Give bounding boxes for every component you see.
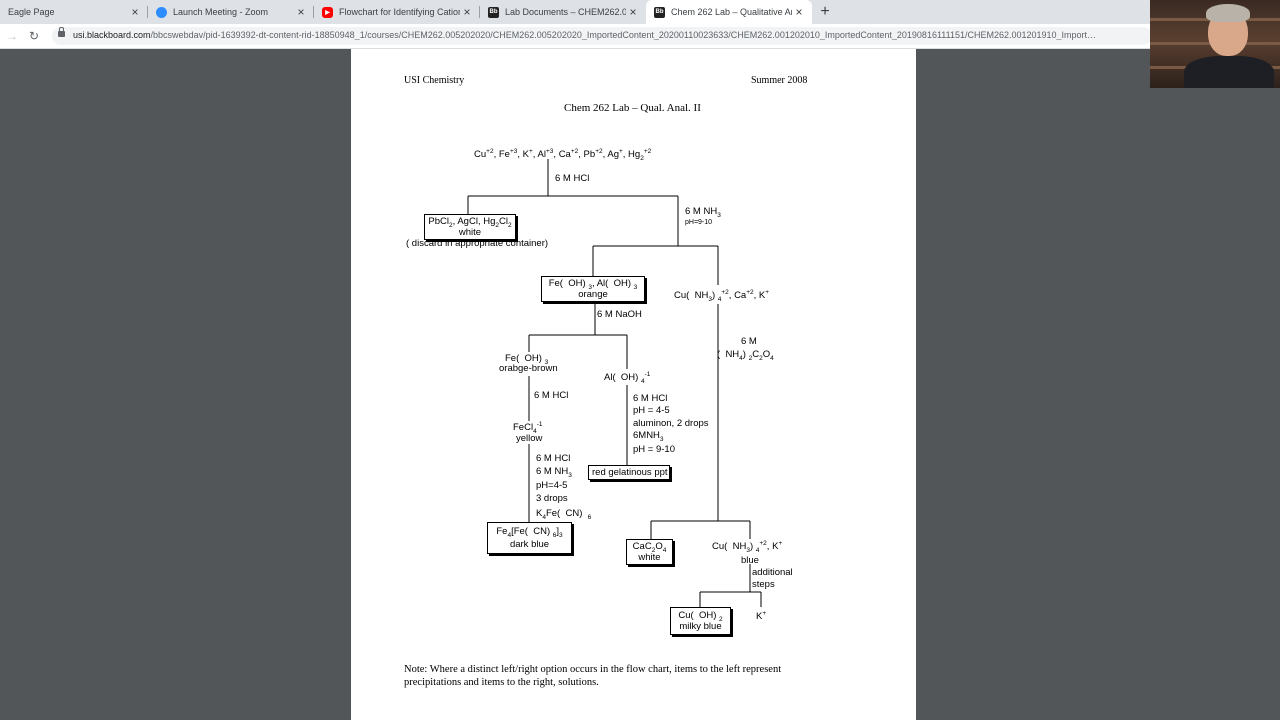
tab-title: Flowchart for Identifying Cation…	[339, 7, 460, 17]
presenter-hair	[1206, 4, 1250, 22]
document-header-left: USI Chemistry	[404, 75, 465, 86]
potassium-ion-label: K+	[756, 609, 767, 622]
calcium-oxalate-formula: CaC2O4	[632, 541, 667, 554]
new-tab-button[interactable]: +	[820, 3, 830, 20]
aluminate-label: Al( OH) 4-1	[604, 370, 651, 385]
document-title: Chem 262 Lab – Qual. Anal. II	[564, 102, 701, 114]
al-step-3: aluminon, 2 drops	[633, 418, 709, 429]
hydroxide-precipitate-box: Fe( OH) 3, Al( OH) 3 orange	[541, 276, 645, 302]
copper-potassium-solution: Cu( NH3) 4+2, K+	[712, 539, 783, 554]
reload-icon[interactable]: ↻	[28, 29, 40, 43]
tab-separator	[147, 6, 148, 18]
youtube-favicon-icon: ▶	[322, 6, 333, 18]
iron-hydroxide-color: orabge-brown	[499, 363, 558, 374]
fe-step-2-text: 6 M NH	[536, 466, 569, 477]
browser-tab-strip: Eagle Page × Launch Meeting - Zoom × ▶ F…	[0, 0, 1280, 24]
tab-close-icon[interactable]: ×	[795, 5, 803, 19]
chloride-precipitate-box: PbCl2, AgCl, Hg2Cl2 white	[424, 214, 516, 240]
nh3-text: 6 M NH	[685, 206, 718, 217]
ferrocyanide-reagent: K4Fe( CN) 6	[536, 508, 592, 521]
reagent-naoh-label: 6 M NaOH	[597, 309, 642, 320]
url-text: usi.blackboard.com/bbcswebdav/pid-163939…	[73, 30, 1148, 40]
forward-arrow-icon[interactable]: →	[6, 29, 18, 43]
al-step-1: 6 M HCl	[633, 393, 668, 404]
tab-close-icon[interactable]: ×	[629, 5, 637, 19]
zoom-favicon-icon	[156, 6, 167, 18]
tab-close-icon[interactable]: ×	[131, 5, 139, 19]
document-header-right: Summer 2008	[751, 75, 808, 86]
browser-toolbar: → ↻ usi.blackboard.com/bbcswebdav/pid-16…	[0, 24, 1280, 49]
fe-step-2: 6 M NH3	[536, 466, 572, 479]
aluminon-lake-box: red gelatinous ppt	[588, 465, 670, 480]
tab-youtube[interactable]: ▶ Flowchart for Identifying Cation… ×	[314, 0, 480, 24]
prussian-blue-box: Fe4[Fe( CN) 6]3 dark blue	[487, 522, 572, 554]
calcium-oxalate-color: white	[638, 552, 661, 563]
copper-hydroxide-box: Cu( OH) 2 milky blue	[670, 607, 731, 635]
tetrachloroferrate-label: FeCl4-1	[513, 420, 543, 435]
tab-lab-documents[interactable]: Bb Lab Documents – CHEM262.005… ×	[480, 0, 646, 24]
blackboard-favicon-icon: Bb	[488, 6, 499, 18]
chloride-formula: PbCl2, AgCl, Hg2Cl2	[428, 216, 512, 229]
blackboard-favicon-icon: Bb	[654, 6, 665, 18]
tab-title: Launch Meeting - Zoom	[173, 7, 269, 17]
tab-title: Eagle Page	[8, 7, 55, 17]
webcam-video-overlay	[1150, 0, 1280, 88]
hydroxide-color: orange	[578, 289, 608, 300]
note-line-2: precipitations and items to the right, s…	[404, 677, 599, 688]
copper-step-1: additional	[752, 567, 793, 578]
copper-hydroxide-formula: Cu( OH) 2	[678, 610, 723, 623]
al-step-2: pH = 4-5	[633, 405, 670, 416]
address-bar[interactable]: usi.blackboard.com/bbcswebdav/pid-163939…	[52, 27, 1152, 45]
note-line-1: Note: Where a distinct left/right option…	[404, 664, 782, 675]
tetrachloroferrate-color: yellow	[516, 433, 543, 444]
tab-separator	[479, 6, 480, 18]
copper-hydroxide-color: milky blue	[679, 621, 722, 632]
iron-hydroxide-label: Fe( OH) 3	[505, 353, 549, 366]
tab-title: Lab Documents – CHEM262.005…	[505, 7, 626, 17]
tab-separator	[313, 6, 314, 18]
prussian-blue-color: dark blue	[509, 539, 550, 550]
hydroxide-formula: Fe( OH) 3, Al( OH) 3	[548, 278, 638, 291]
calcium-oxalate-box: CaC2O4 white	[626, 539, 673, 565]
flowchart-connectors	[467, 159, 762, 607]
ph-range-label: pH=9-10	[685, 219, 713, 226]
initial-cations-label: Cu+2, Fe+3, K+, Al+3, Ca+2, Pb+2, Ag+, H…	[474, 147, 652, 162]
fe-step-4: 3 drops	[536, 493, 568, 504]
ammonium-oxalate-label: ( NH4) 2C2O4	[717, 349, 774, 362]
tab-title: Chem 262 Lab – Qualitative Anal…	[671, 7, 792, 17]
nh3-subscript: 3	[717, 211, 721, 219]
al-step-5: pH = 9-10	[633, 444, 675, 455]
fe-step-1: 6 M HCl	[536, 453, 571, 464]
copper-ammine-solution: Cu( NH3) 4+2, Ca+2, K+	[674, 288, 770, 303]
al-step-4: 6MNH3	[633, 430, 664, 443]
discard-note: ( discard in appropriate container)	[406, 238, 549, 249]
oxalate-reagent-label: 6 M	[741, 336, 757, 347]
url-host: usi.blackboard.com	[73, 30, 151, 40]
reagent-nh3-label: 6 M NH3	[685, 206, 721, 219]
tab-close-icon[interactable]: ×	[297, 5, 305, 19]
iron-hcl-reagent: 6 M HCl	[534, 390, 569, 401]
tab-zoom[interactable]: Launch Meeting - Zoom ×	[148, 0, 314, 24]
copper-step-2: steps	[752, 579, 775, 590]
lock-icon	[58, 27, 65, 37]
tab-chem262-active[interactable]: Bb Chem 262 Lab – Qualitative Anal… ×	[646, 0, 812, 24]
al-step-4-text: 6MNH	[633, 430, 660, 441]
fe-step-3: pH=4-5	[536, 480, 568, 491]
url-path: /bbcswebdav/pid-1639392-dt-content-rid-1…	[150, 30, 1097, 40]
tab-close-icon[interactable]: ×	[463, 5, 471, 19]
reagent-hcl-label: 6 M HCl	[555, 173, 590, 184]
presenter-body	[1184, 56, 1274, 88]
tab-eagle-page[interactable]: Eagle Page ×	[0, 0, 148, 24]
prussian-blue-formula: Fe4[Fe( CN) 6]3	[496, 526, 563, 539]
copper-solution-color: blue	[741, 555, 759, 566]
pdf-page: USI Chemistry Summer 2008 Chem 262 Lab –…	[351, 49, 916, 720]
chloride-color: white	[458, 227, 482, 238]
